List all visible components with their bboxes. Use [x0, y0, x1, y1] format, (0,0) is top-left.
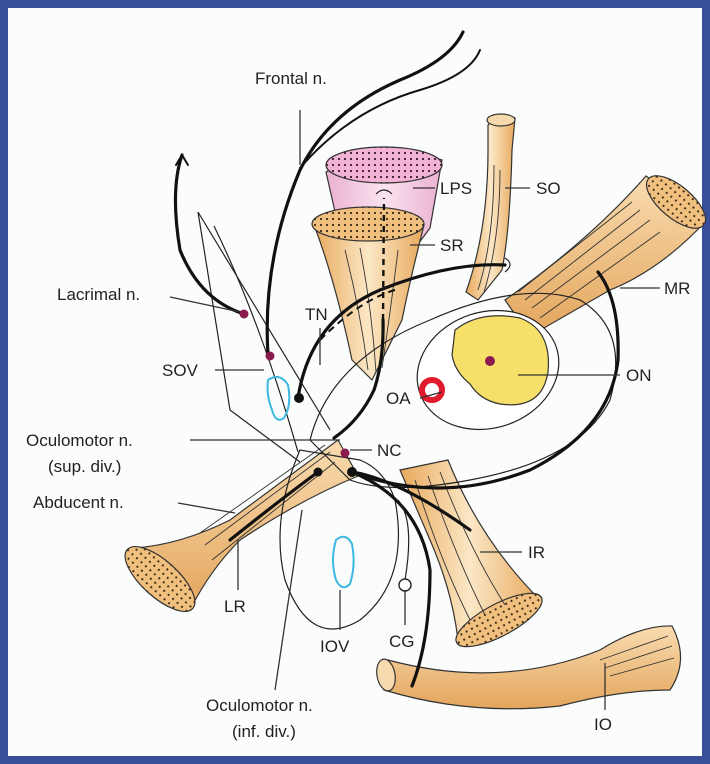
- label-iov: IOV: [320, 637, 350, 656]
- label-lacrimal: Lacrimal n.: [57, 285, 140, 304]
- lacrimal-nerve-dot: [240, 310, 249, 319]
- label-oculomotor-inf-1: Oculomotor n.: [206, 696, 313, 715]
- label-oculomotor-sup-1: Oculomotor n.: [26, 431, 133, 450]
- lr-muscle: [115, 440, 358, 622]
- leader-oculomotor-inf: [275, 510, 302, 690]
- label-lps: LPS: [440, 179, 472, 198]
- label-mr: MR: [664, 279, 690, 298]
- abducent-nerve: [230, 472, 318, 540]
- label-frontal: Frontal n.: [255, 69, 327, 88]
- ir-muscle: [400, 460, 549, 657]
- label-oculomotor-inf-2: (inf. div.): [232, 722, 296, 741]
- label-sr: SR: [440, 236, 464, 255]
- io-muscle: [374, 626, 680, 709]
- sov-vein: [268, 377, 290, 420]
- label-lr: LR: [224, 597, 246, 616]
- label-oculomotor-sup-2: (sup. div.): [48, 457, 121, 476]
- leader-lacrimal: [170, 297, 240, 312]
- optic-nerve-dot: [485, 356, 495, 366]
- so-muscle: [466, 114, 515, 300]
- trochlear-nerve-dot: [294, 393, 304, 403]
- label-abducent: Abducent n.: [33, 493, 124, 512]
- iov-vein: [333, 537, 354, 587]
- label-sov: SOV: [162, 361, 199, 380]
- leader-abducent: [178, 503, 235, 513]
- label-io: IO: [594, 715, 612, 734]
- nasociliary-dot: [341, 449, 350, 458]
- label-cg: CG: [389, 632, 415, 651]
- oculomotor-inf-dot: [347, 467, 357, 477]
- label-nc: NC: [377, 441, 402, 460]
- lacrimal-nerve: [175, 155, 244, 314]
- label-on: ON: [626, 366, 652, 385]
- label-tn: TN: [305, 305, 328, 324]
- frontal-nerve-dot: [266, 352, 275, 361]
- label-ir: IR: [528, 543, 545, 562]
- abducent-nerve-dot: [314, 468, 323, 477]
- ciliary-ganglion: [399, 579, 411, 591]
- sof-line-b: [198, 212, 300, 462]
- label-oa: OA: [386, 389, 411, 408]
- label-so: SO: [536, 179, 561, 198]
